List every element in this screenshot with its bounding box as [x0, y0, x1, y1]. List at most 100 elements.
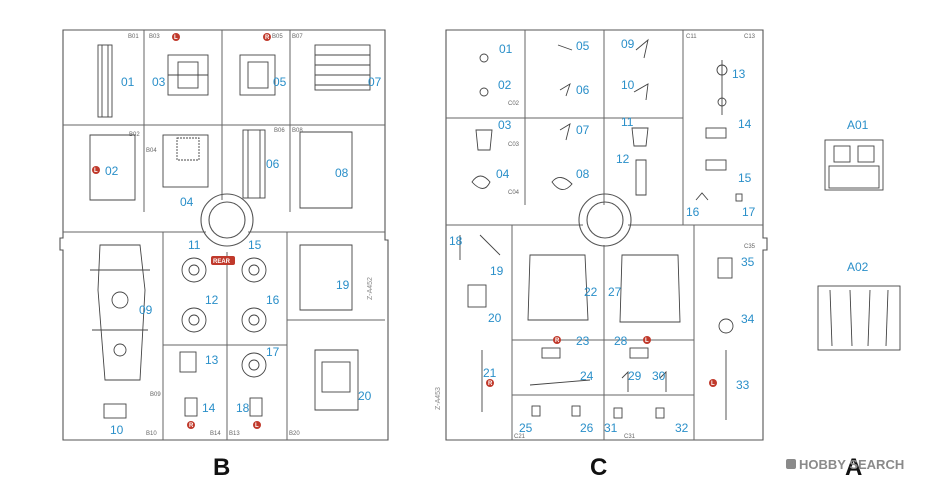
part-number-c33: 33 [736, 378, 750, 392]
marker-b02 [92, 166, 100, 174]
svg-text:L: L [711, 381, 715, 387]
marker-b03-left [172, 33, 180, 41]
wheels-b11-b17 [181, 257, 267, 378]
part-number-c21: 21 [483, 366, 497, 380]
part-c22-tarp-drawing [527, 254, 589, 321]
part-number-a02: A02 [847, 260, 869, 274]
gate-code-b05: B05 [272, 34, 283, 40]
hobby-search-watermark: HOBBY SEARCH [786, 457, 904, 472]
part-b19-drawing [299, 244, 353, 311]
part-number-b09: 09 [139, 303, 153, 317]
part-c24-drawing [529, 379, 591, 386]
part-number-c32: 32 [675, 421, 689, 435]
gate-code-b02: B02 [129, 132, 140, 138]
part-c23-c28-drawing [541, 347, 649, 359]
frame-c-outline [445, 29, 768, 441]
part-number-c31: 31 [604, 421, 618, 435]
part-b13-drawing [179, 351, 197, 373]
svg-text:R: R [265, 35, 270, 41]
frame-a-label: A [845, 454, 862, 481]
part-number-c23: 23 [576, 334, 590, 348]
rear-label: REAR [213, 259, 231, 265]
frame-c: 01 02 03 04 05 06 07 08 09 10 11 12 13 1… [435, 29, 768, 441]
part-number-b20: 20 [358, 389, 372, 403]
gate-code-c11: C11 [686, 34, 697, 40]
part-number-c09: 09 [621, 37, 635, 51]
part-b03-drawing [167, 54, 209, 96]
svg-text:L: L [94, 168, 98, 174]
part-number-c17: 17 [742, 205, 756, 219]
part-number-c12: 12 [616, 152, 630, 166]
part-number-c24: 24 [580, 369, 594, 383]
part-number-b17: 17 [266, 345, 280, 359]
marker-c23-right [553, 336, 561, 344]
part-b20-drawing [314, 349, 359, 411]
part-c33-c34-c35-drawing [717, 257, 734, 420]
part-number-b06: 06 [266, 157, 280, 171]
part-number-c19: 19 [490, 264, 504, 278]
part-number-b14: 14 [202, 401, 216, 415]
part-number-c04: 04 [496, 167, 510, 181]
gate-code-c21: C21 [514, 434, 526, 440]
svg-text:R: R [488, 381, 493, 387]
part-number-c29: 29 [628, 369, 642, 383]
frame-c-label: C [590, 454, 607, 481]
marker-b18-left [253, 421, 261, 429]
part-c27-tarp-drawing [619, 254, 681, 323]
part-number-c08: 08 [576, 167, 590, 181]
gate-code-b07: B07 [292, 34, 303, 40]
frame-b-outline [59, 29, 389, 441]
part-number-b05: 05 [273, 75, 287, 89]
gate-code-c31: C31 [624, 434, 636, 440]
part-number-c30: 30 [652, 369, 666, 383]
part-number-c28: 28 [614, 334, 628, 348]
gate-code-b06: B06 [274, 128, 285, 134]
part-number-c03: 03 [498, 118, 512, 132]
frame-b-label: B [213, 454, 230, 481]
part-number-b16: 16 [266, 293, 280, 307]
part-b18-drawing [249, 397, 263, 417]
gate-code-c13: C13 [744, 34, 756, 40]
part-c20-drawing [467, 284, 487, 308]
gate-code-b13: B13 [229, 431, 240, 437]
part-number-c02: 02 [498, 78, 512, 92]
part-b06-drawing [242, 129, 266, 199]
part-number-b02: 02 [105, 164, 119, 178]
figure-parts-c01-c12 [471, 38, 649, 196]
marker-b05-right [263, 33, 271, 41]
part-number-c27: 27 [608, 285, 622, 299]
part-b07-drawing [314, 44, 371, 91]
part-number-c01: 01 [499, 42, 513, 56]
part-number-b07: 07 [368, 75, 382, 89]
part-c16-c17-drawing [695, 192, 743, 202]
frame-b-center-hub [200, 193, 254, 247]
part-number-b10: 10 [110, 423, 124, 437]
part-number-c06: 06 [576, 83, 590, 97]
svg-text:L: L [255, 423, 259, 429]
part-number-b13: 13 [205, 353, 219, 367]
marker-c21-right [486, 379, 494, 387]
marker-c33-left [709, 379, 717, 387]
frame-c-center-hub [578, 193, 632, 247]
part-a01-drawing [824, 139, 884, 191]
part-number-c26: 26 [580, 421, 594, 435]
part-number-b18: 18 [236, 401, 250, 415]
gate-code-b20: B20 [289, 431, 300, 437]
part-number-c16: 16 [686, 205, 700, 219]
part-number-c22: 22 [584, 285, 598, 299]
part-c13-drawing [716, 60, 728, 115]
part-number-c07: 07 [576, 123, 590, 137]
gate-code-c04: C04 [508, 190, 520, 196]
part-number-c05: 05 [576, 39, 590, 53]
part-number-c35: 35 [741, 255, 755, 269]
marker-b14-right [187, 421, 195, 429]
part-b01-drawing [97, 44, 113, 118]
watermark-logo-icon [786, 459, 796, 469]
gate-code-b03: B03 [149, 34, 160, 40]
part-a02-drawing [817, 285, 901, 351]
part-b08-drawing [299, 131, 353, 209]
part-b05-drawing [239, 54, 276, 96]
part-number-b01: 01 [121, 75, 135, 89]
gate-code-b14: B14 [210, 431, 221, 437]
part-number-b08: 08 [335, 166, 349, 180]
